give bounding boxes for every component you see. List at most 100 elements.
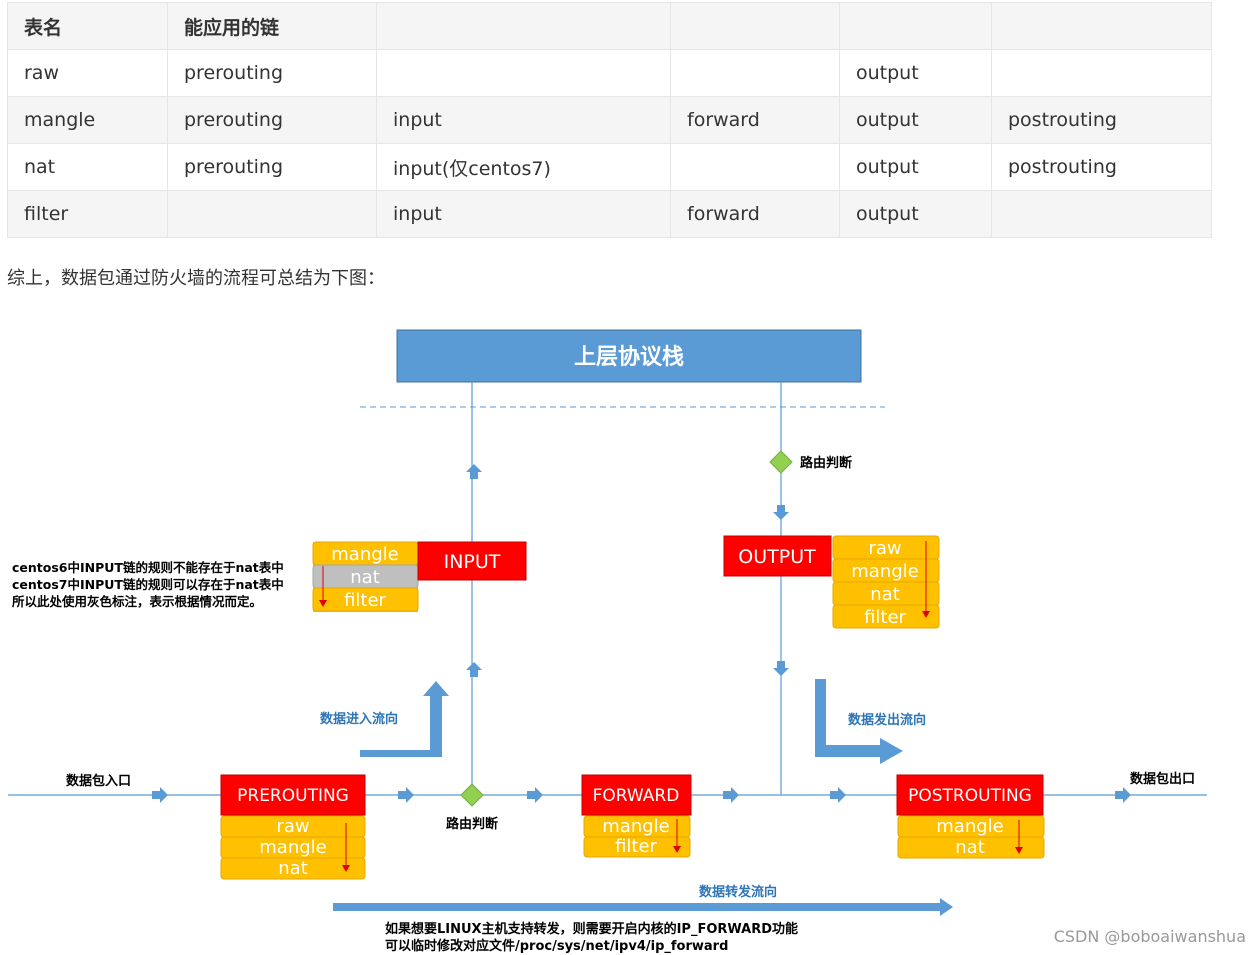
- upper-protocol-stack-label: 上层协议栈: [574, 345, 684, 370]
- header-cell: [991, 2, 1212, 50]
- order-arrow-head: [1015, 847, 1023, 854]
- output-table-raw: raw: [868, 538, 901, 559]
- table-header-row: 表名 能应用的链: [7, 2, 1212, 50]
- output-table-filter: filter: [864, 607, 906, 628]
- prerouting-table-nat: nat: [278, 858, 308, 879]
- table-cell: output: [839, 96, 992, 144]
- table-row-nat: [220, 857, 366, 880]
- table-cell: output: [839, 190, 992, 238]
- forward-table-filter: filter: [615, 836, 657, 857]
- forward-table-mangle: mangle: [602, 816, 669, 837]
- header-cell: 表名: [7, 2, 168, 50]
- table-row: filter input forward output: [7, 190, 1212, 238]
- order-arrow-head: [673, 846, 681, 853]
- forward-note-line: 如果想要LINUX主机支持转发，则需要开启内核的IP_FORWARD功能: [385, 921, 798, 937]
- route-decision-label: 路由判断: [800, 455, 852, 471]
- chains-table: 表名 能应用的链 raw prerouting output mangle pr…: [7, 2, 1212, 238]
- output-table-mangle: mangle: [851, 561, 918, 582]
- route-decision-diamond: [460, 783, 484, 807]
- table-cell: forward: [670, 96, 840, 144]
- table-cell: prerouting: [167, 143, 377, 191]
- table-row-nat: [897, 836, 1045, 859]
- input-chain-box: [417, 541, 527, 581]
- header-cell: 能应用的链: [167, 2, 377, 50]
- table-cell: input(仅centos7): [376, 143, 671, 191]
- table-row: mangle prerouting input forward output p…: [7, 96, 1212, 144]
- route-decision-label: 路由判断: [446, 816, 498, 832]
- table-cell: [376, 49, 671, 97]
- right-arrow-icon: [723, 787, 739, 803]
- postrouting-chain-box: [896, 774, 1044, 816]
- table-cell: output: [839, 143, 992, 191]
- order-arrow-head: [319, 600, 327, 607]
- watermark: CSDN @boboaiwanshua: [1053, 927, 1246, 946]
- table-cell: raw: [7, 49, 168, 97]
- table-cell: output: [839, 49, 992, 97]
- table-cell: forward: [670, 190, 840, 238]
- down-arrow-icon: [773, 505, 789, 520]
- prerouting-chain-label: PREROUTING: [237, 786, 349, 806]
- forward-flow-arrow-icon: [333, 898, 953, 916]
- forward-chain-box: [581, 774, 692, 816]
- output-table-nat: nat: [870, 584, 900, 605]
- table-cell: mangle: [7, 96, 168, 144]
- input-table-filter: filter: [344, 590, 386, 611]
- order-arrow-head: [922, 611, 930, 618]
- table-cell: [167, 190, 377, 238]
- outflow-label: 数据发出流向: [848, 712, 926, 728]
- input-note-line: centos7中INPUT链的规则可以存在于nat表中: [12, 577, 284, 592]
- table-cell: input: [376, 190, 671, 238]
- table-cell: input: [376, 96, 671, 144]
- up-arrow-icon: [466, 464, 482, 479]
- route-decision-diamond: [769, 450, 793, 474]
- input-note-line: centos6中INPUT链的规则不能存在于nat表中: [12, 560, 284, 575]
- table-cell: [670, 143, 840, 191]
- input-table-mangle: mangle: [331, 544, 398, 565]
- prerouting-chain-box: [220, 774, 366, 816]
- header-cell: [670, 2, 840, 50]
- table-cell: [670, 49, 840, 97]
- table-row-filter: [832, 604, 940, 629]
- right-arrow-icon: [152, 787, 168, 803]
- postrouting-table-nat: nat: [955, 837, 985, 858]
- outflow-arrow-icon: [815, 679, 903, 764]
- upper-protocol-stack-box: [396, 329, 862, 383]
- postrouting-table-mangle: mangle: [936, 816, 1003, 837]
- right-arrow-icon: [527, 787, 543, 803]
- up-arrow-icon: [466, 662, 482, 677]
- table-cell: filter: [7, 190, 168, 238]
- forward-chain-label: FORWARD: [593, 786, 680, 806]
- packet-out-label: 数据包出口: [1130, 771, 1195, 787]
- right-arrow-icon: [398, 787, 414, 803]
- table-cell: [991, 49, 1212, 97]
- table-row-filter: [312, 587, 419, 612]
- table-row-filter: [583, 836, 691, 858]
- table-cell: postrouting: [991, 143, 1212, 191]
- header-cell: [376, 2, 671, 50]
- order-arrow-head: [342, 865, 350, 872]
- prerouting-table-mangle: mangle: [259, 837, 326, 858]
- down-arrow-icon: [773, 661, 789, 676]
- packet-in-label: 数据包入口: [66, 773, 131, 789]
- table-row: raw prerouting output: [7, 49, 1212, 97]
- table-row: nat prerouting input(仅centos7) output po…: [7, 143, 1212, 191]
- output-chain-box: [723, 535, 832, 577]
- input-note-line: 所以此处使用灰色标注，表示根据情况而定。: [12, 594, 262, 609]
- inflow-label: 数据进入流向: [320, 711, 398, 727]
- table-cell: prerouting: [167, 96, 377, 144]
- prerouting-table-raw: raw: [276, 816, 309, 837]
- right-arrow-icon: [830, 787, 846, 803]
- postrouting-chain-label: POSTROUTING: [908, 786, 1032, 806]
- inflow-arrow-icon: [360, 681, 449, 757]
- table-cell: nat: [7, 143, 168, 191]
- summary-text: 综上，数据包通过防火墙的流程可总结为下图：: [7, 268, 385, 289]
- input-chain-label: INPUT: [444, 551, 501, 573]
- table-cell: postrouting: [991, 96, 1212, 144]
- output-chain-label: OUTPUT: [738, 546, 816, 568]
- forward-note-line: 可以临时修改对应文件/proc/sys/net/ipv4/ip_forward: [385, 938, 728, 954]
- table-cell: prerouting: [167, 49, 377, 97]
- table-cell: [991, 190, 1212, 238]
- header-cell: [839, 2, 992, 50]
- right-arrow-icon: [1115, 787, 1131, 803]
- input-table-nat: nat: [350, 567, 380, 588]
